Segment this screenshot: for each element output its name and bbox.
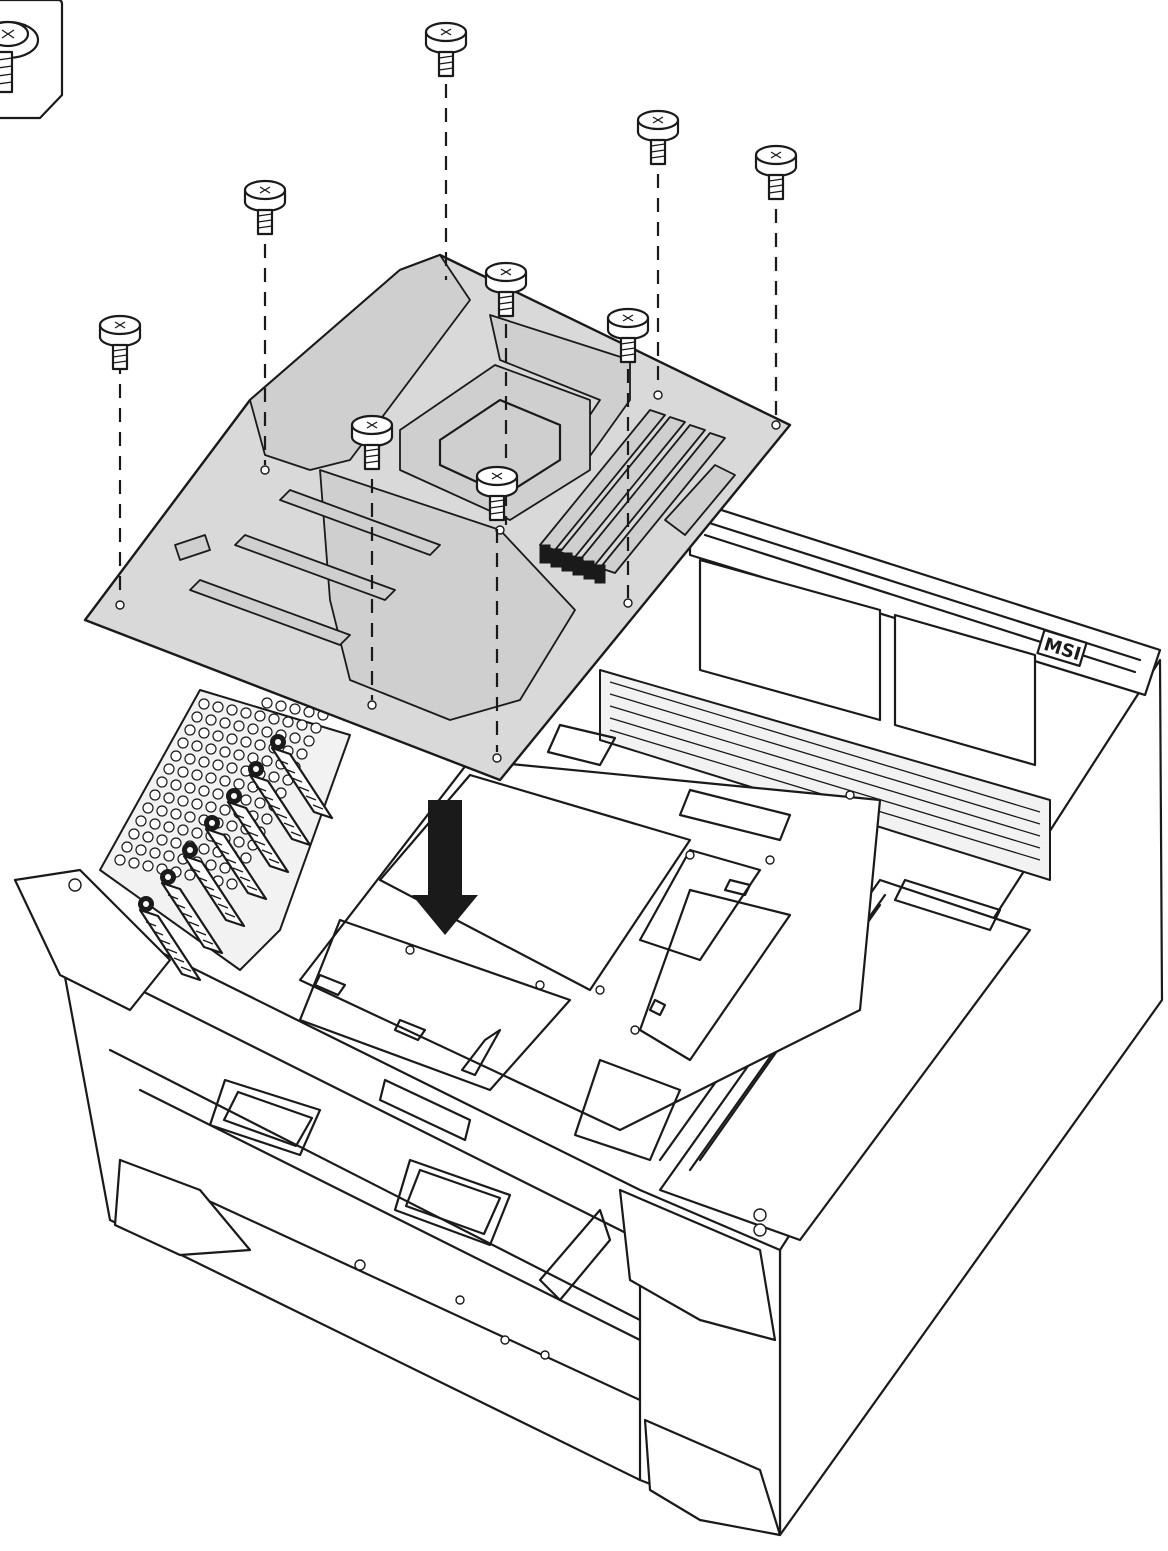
pcie-slot-3 (189, 579, 351, 646)
callout-screw-icon (0, 20, 40, 94)
motherboard (83, 253, 792, 782)
screw-guide-lines (118, 60, 778, 752)
cpu-socket (399, 364, 591, 521)
atx-power-connector (664, 464, 736, 536)
pci-bracket (138, 896, 202, 982)
board-chip (174, 534, 211, 561)
screw-icon (754, 144, 798, 201)
screw-icon (243, 179, 287, 236)
screw-callout (0, 0, 64, 120)
pci-bracket (226, 788, 290, 874)
down-arrow-icon (412, 800, 478, 935)
rear-io-connectors (539, 544, 606, 584)
expansion-slot-area (99, 689, 351, 982)
case-foot-right (643, 1418, 782, 1537)
screw-icon (98, 314, 142, 371)
screw-icon (636, 109, 680, 166)
case-rear-vent (599, 669, 1051, 881)
pci-bracket (182, 842, 246, 928)
dimm-slots (539, 409, 726, 574)
screw-icon (424, 21, 468, 78)
motherboard-mounting-holes (115, 390, 781, 763)
screw-icon (475, 465, 519, 522)
pci-bracket-group (138, 734, 334, 982)
case-foot-left (113, 1158, 252, 1257)
pci-bracket (160, 869, 224, 955)
screw-icon (350, 414, 394, 471)
screws (98, 21, 798, 522)
dimm-slot-4 (599, 432, 726, 574)
rear-opening-left (698, 558, 882, 722)
screw-icon (606, 307, 650, 364)
pci-bracket (248, 761, 312, 847)
case-psu-shelf (658, 878, 1032, 1242)
case-front-corner-left (13, 868, 172, 1012)
pci-bracket (204, 815, 268, 901)
vrm-heatsink-left (249, 254, 471, 471)
pci-bracket (270, 734, 334, 820)
pcie-slot-1 (279, 489, 441, 556)
pcie-slot-2 (234, 534, 396, 601)
rear-opening-right (893, 613, 1037, 767)
case-front-corner-right (618, 1188, 777, 1342)
screw-icon (484, 261, 528, 318)
case-logo: MSI (1036, 628, 1088, 668)
